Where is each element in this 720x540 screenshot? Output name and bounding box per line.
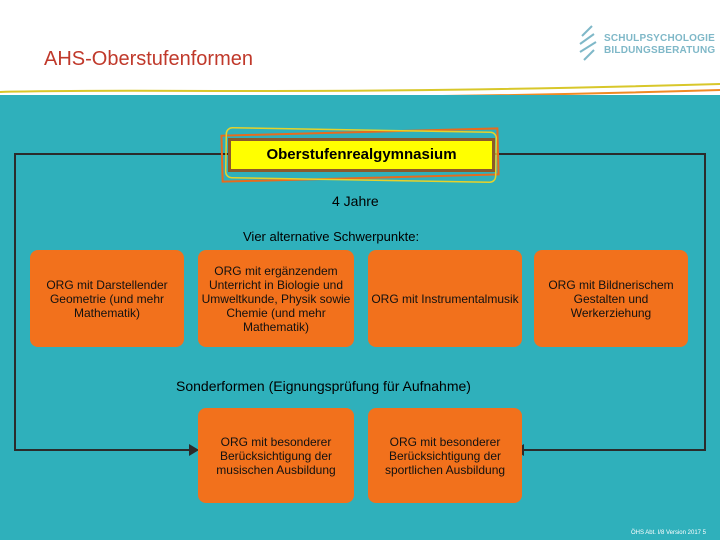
- arrow-left-icon: [189, 444, 199, 456]
- special-box-sport: ORG mit besonderer Berücksichtigung der …: [368, 408, 522, 503]
- connector-left: [14, 153, 16, 451]
- duration-label: 4 Jahre: [332, 193, 379, 209]
- main-box-frame: [220, 126, 500, 183]
- logo-icon: [579, 25, 597, 61]
- special-box-music: ORG mit besonderer Berücksichtigung der …: [198, 408, 354, 503]
- focus-box-art: ORG mit Bildnerischem Gestalten und Werk…: [534, 250, 688, 347]
- logo-line-2: BILDUNGSBERATUNG: [604, 45, 716, 56]
- focus-box-geometry: ORG mit Darstellender Geometrie (und meh…: [30, 250, 184, 347]
- connector-bottom-left: [14, 449, 192, 451]
- logo-line-1: SCHULPSYCHOLOGIE: [604, 33, 715, 44]
- focus-box-biology: ORG mit ergänzendem Unterricht in Biolog…: [198, 250, 354, 347]
- slide-title: AHS-Oberstufenformen: [44, 48, 253, 70]
- focus-heading: Vier alternative Schwerpunkte:: [243, 229, 420, 244]
- connector-right: [704, 153, 706, 451]
- logo-text: SCHULPSYCHOLOGIE BILDUNGSBERATUNG: [604, 33, 715, 57]
- slide-footer: ÖHS Abt. I/8 Version 2017 5: [630, 530, 706, 536]
- special-heading: Sonderformen (Eignungsprüfung für Aufnah…: [176, 378, 471, 394]
- slide-header: AHS-Oberstufenformen SCHULPSYCHOLOGIE BI…: [0, 0, 720, 95]
- main-school-box: Oberstufenrealgymnasium: [228, 138, 495, 172]
- focus-box-music: ORG mit Instrumentalmusik: [368, 250, 522, 347]
- connector-bottom-right: [522, 449, 706, 451]
- logo: SCHULPSYCHOLOGIE BILDUNGSBERATUNG: [574, 22, 715, 68]
